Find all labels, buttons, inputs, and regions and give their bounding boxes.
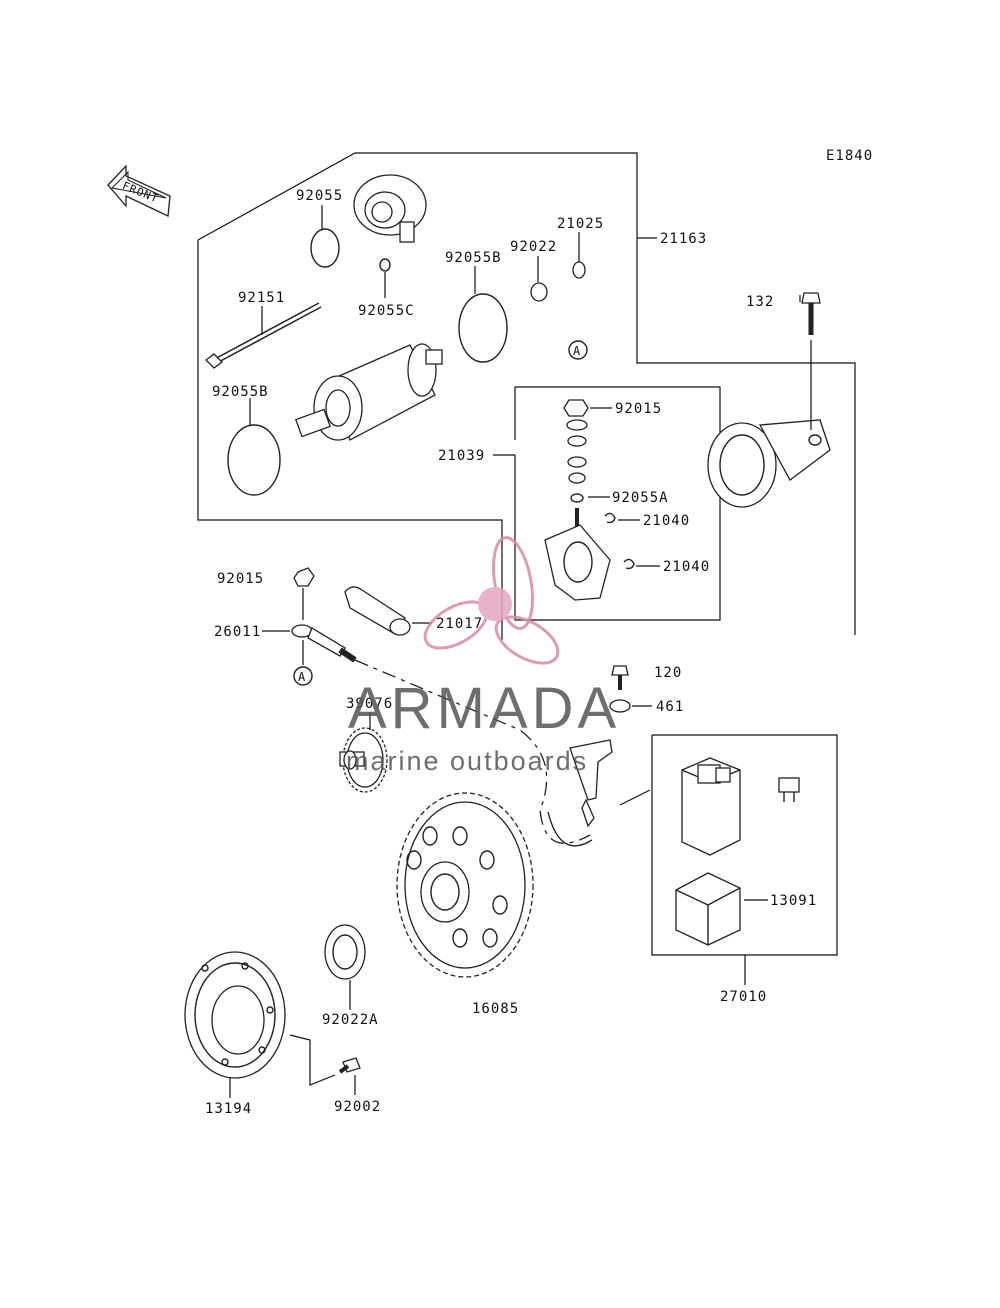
part-label-132: 132 — [746, 294, 774, 310]
washer-461 — [609, 699, 631, 713]
watermark-tagline: marine outboards — [346, 746, 588, 776]
part-label-92055b-left: 92055B — [212, 384, 269, 400]
part-label-21025: 21025 — [557, 216, 604, 232]
part-label-92055c: 92055C — [358, 303, 415, 319]
part-label-92151: 92151 — [238, 290, 285, 306]
part-label-21040-a: 21040 — [643, 513, 690, 529]
washer-92022a — [324, 924, 366, 980]
part-label-92002: 92002 — [334, 1099, 381, 1115]
part-label-92022: 92022 — [510, 239, 557, 255]
diagram-code: E1840 — [826, 148, 873, 164]
clip-21040-a — [604, 512, 616, 524]
terminal-stack — [563, 399, 589, 530]
starter-motor-body — [294, 343, 443, 441]
cable-lug-26011 — [291, 624, 357, 663]
part-label-16085: 16085 — [472, 1001, 519, 1017]
idler-gear-39076 — [339, 727, 388, 793]
bolt-132 — [801, 292, 821, 335]
part-label-13091: 13091 — [770, 893, 817, 909]
brush-plate — [544, 524, 611, 601]
front-arrow-icon: FRONT — [107, 164, 171, 217]
ref-marker-a-upper: A — [568, 340, 588, 360]
part-label-120: 120 — [654, 665, 682, 681]
washer-92022 — [530, 282, 548, 302]
bolt-120 — [611, 665, 629, 690]
nut-92015-left — [293, 567, 315, 587]
part-label-92055: 92055 — [296, 188, 343, 204]
part-label-92015-left: 92015 — [217, 571, 264, 587]
oring-92055c — [379, 258, 391, 272]
ref-marker-a-lower: A — [293, 666, 313, 686]
brush-holder-box — [514, 386, 721, 621]
starter-motor-box — [197, 152, 856, 640]
watermark: ARMADA marine outboards — [346, 536, 620, 776]
part-label-92015-top: 92015 — [615, 401, 662, 417]
washer-21025 — [572, 261, 586, 279]
oring-92055b-left — [227, 424, 281, 496]
part-label-21040-b: 21040 — [663, 559, 710, 575]
part-label-92055b-top: 92055B — [445, 250, 502, 266]
fuse — [778, 777, 800, 802]
part-label-26011: 26011 — [214, 624, 261, 640]
part-label-92022a: 92022A — [322, 1012, 379, 1028]
part-label-21039: 21039 — [438, 448, 485, 464]
part-label-27010: 27010 — [720, 989, 767, 1005]
starter-relay — [681, 757, 741, 856]
clip-21040-b — [623, 558, 635, 570]
clutch-13194 — [184, 951, 286, 1079]
propeller-logo-icon — [423, 536, 560, 665]
watermark-brand: ARMADA — [348, 676, 620, 741]
part-label-39076: 39076 — [346, 696, 393, 712]
oring-92055b-top — [458, 293, 508, 363]
part-label-21017: 21017 — [436, 616, 483, 632]
starter-end-cover — [353, 174, 427, 243]
terminal-bracket — [569, 739, 613, 828]
boot-21017 — [344, 586, 411, 636]
part-label-21163: 21163 — [660, 231, 707, 247]
relay-cover-13091 — [675, 872, 741, 946]
part-label-92055a: 92055A — [612, 490, 669, 506]
part-label-461: 461 — [656, 699, 684, 715]
idler-housing — [707, 419, 831, 508]
svg-text:A: A — [298, 670, 306, 684]
bolt-92002 — [338, 1057, 361, 1074]
oring-92055 — [310, 228, 340, 268]
bolt-92151 — [205, 302, 322, 369]
starter-gear-16085 — [396, 792, 534, 978]
svg-text:A: A — [573, 344, 581, 358]
part-label-13194: 13194 — [205, 1101, 252, 1117]
